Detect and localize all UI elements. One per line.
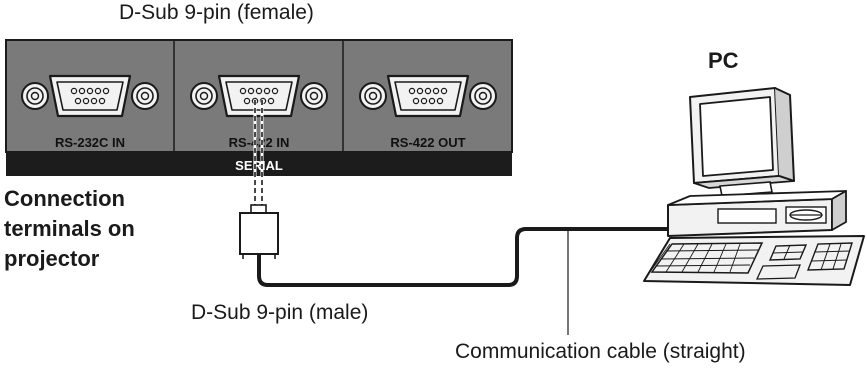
pc-icon bbox=[643, 87, 865, 286]
port-rs422-out: RS-422 OUT bbox=[358, 74, 498, 150]
connection-terminals-line: projector bbox=[4, 246, 100, 271]
dsub-female-label: D-Sub 9-pin (female) bbox=[119, 1, 314, 24]
serial-group-label: SERIAL bbox=[235, 158, 283, 173]
communication-cable-label: Communication cable (straight) bbox=[455, 340, 746, 363]
dashed-connection-line bbox=[253, 100, 264, 210]
connection-terminals-line: Connection bbox=[4, 186, 125, 211]
port-label: RS-422 OUT bbox=[390, 135, 465, 150]
pc-label: PC bbox=[708, 48, 739, 73]
connection-terminals-line: terminals on bbox=[4, 216, 135, 241]
connection-terminals-label: Connection terminals on projector bbox=[4, 184, 135, 274]
port-label: RS-232C IN bbox=[55, 135, 125, 150]
serial-label-bar bbox=[6, 152, 512, 176]
port-label: RS-422 IN bbox=[229, 135, 290, 150]
port-rs232c-in: RS-232C IN bbox=[20, 74, 160, 150]
dsub-male-plug-icon bbox=[239, 204, 279, 259]
port-rs422-in: RS-422 IN bbox=[189, 74, 329, 150]
dsub-male-label: D-Sub 9-pin (male) bbox=[191, 301, 369, 324]
communication-cable bbox=[257, 227, 672, 287]
